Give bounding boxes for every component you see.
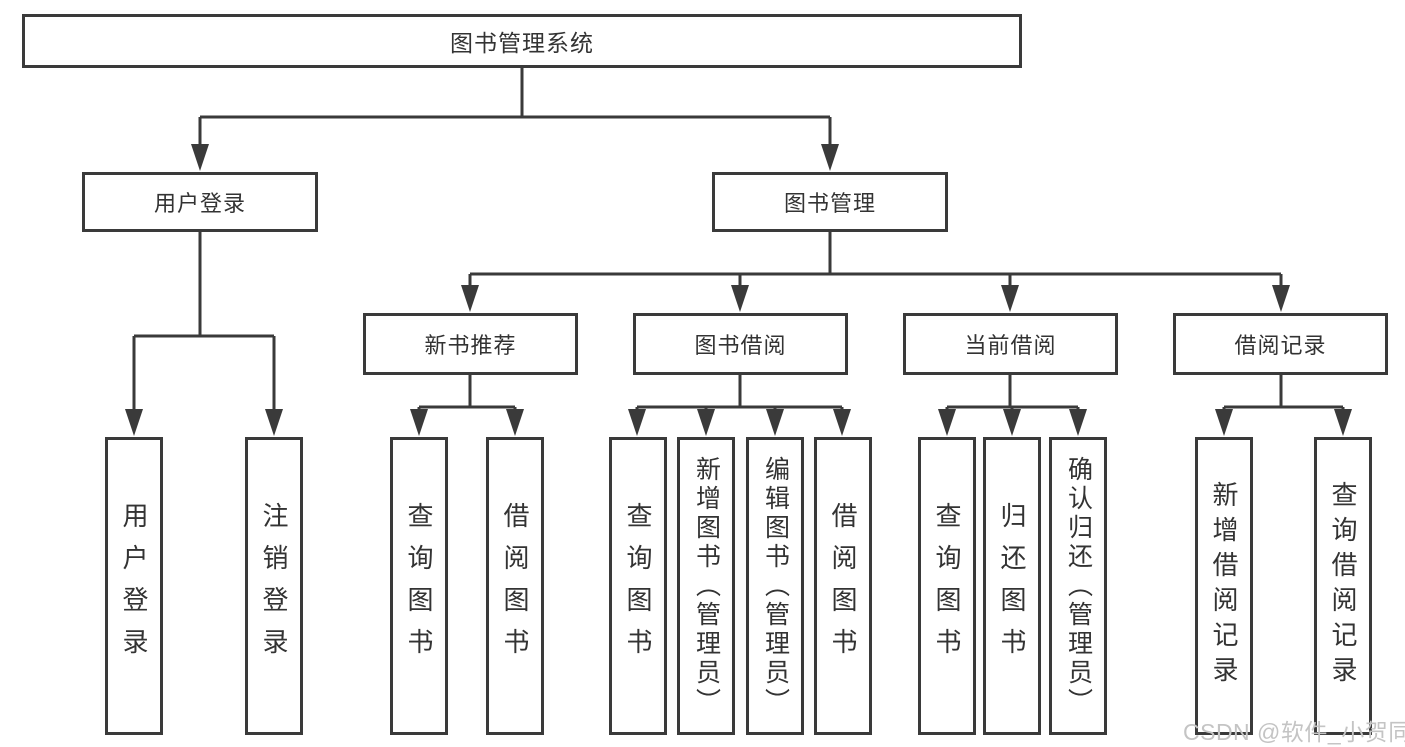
leaf-return-books-label: 归还图书 (997, 502, 1027, 670)
leaf-query-borrow-record: 查询借阅记录 (1314, 437, 1372, 735)
leaf-query-books-recommend-label: 查询图书 (404, 502, 434, 670)
node-borrowing-records: 借阅记录 (1173, 313, 1388, 375)
leaf-borrow-books-recommend: 借阅图书 (486, 437, 544, 735)
node-user-login: 用户登录 (82, 172, 318, 232)
leaf-add-borrow-record: 新增借阅记录 (1195, 437, 1253, 735)
leaf-add-borrow-record-label: 新增借阅记录 (1209, 481, 1239, 691)
leaf-logout-label: 注销登录 (259, 502, 289, 670)
node-book-borrowing: 图书借阅 (633, 313, 848, 375)
csdn-watermark: CSDN @软件_小贺同学 (1183, 719, 1405, 745)
node-library-management-system: 图书管理系统 (22, 14, 1022, 68)
node-book-management: 图书管理 (712, 172, 948, 232)
node-new-book-recommendation: 新书推荐 (363, 313, 578, 375)
node-current-borrowing: 当前借阅 (903, 313, 1118, 375)
leaf-query-books-current: 查询图书 (918, 437, 976, 735)
leaf-borrow-books-label: 借阅图书 (828, 502, 858, 670)
leaf-query-books-recommend: 查询图书 (390, 437, 448, 735)
leaf-return-books: 归还图书 (983, 437, 1041, 735)
leaf-borrow-books-recommend-label: 借阅图书 (500, 502, 530, 670)
leaf-user-login-label: 用户登录 (119, 502, 149, 670)
leaf-query-books-current-label: 查询图书 (932, 502, 962, 670)
leaf-add-books-admin: 新增图书（管理员） (677, 437, 735, 735)
leaf-add-books-admin-label: 新增图书（管理员） (692, 455, 721, 717)
leaf-confirm-return-admin-label: 确认归还（管理员） (1064, 455, 1093, 717)
leaf-borrow-books: 借阅图书 (814, 437, 872, 735)
leaf-query-books-borrow-label: 查询图书 (623, 502, 653, 670)
leaf-query-books-borrow: 查询图书 (609, 437, 667, 735)
leaf-logout: 注销登录 (245, 437, 303, 735)
leaf-edit-books-admin-label: 编辑图书（管理员） (761, 455, 790, 717)
leaf-edit-books-admin: 编辑图书（管理员） (746, 437, 804, 735)
leaf-query-borrow-record-label: 查询借阅记录 (1328, 481, 1358, 691)
leaf-confirm-return-admin: 确认归还（管理员） (1049, 437, 1107, 735)
leaf-user-login: 用户登录 (105, 437, 163, 735)
